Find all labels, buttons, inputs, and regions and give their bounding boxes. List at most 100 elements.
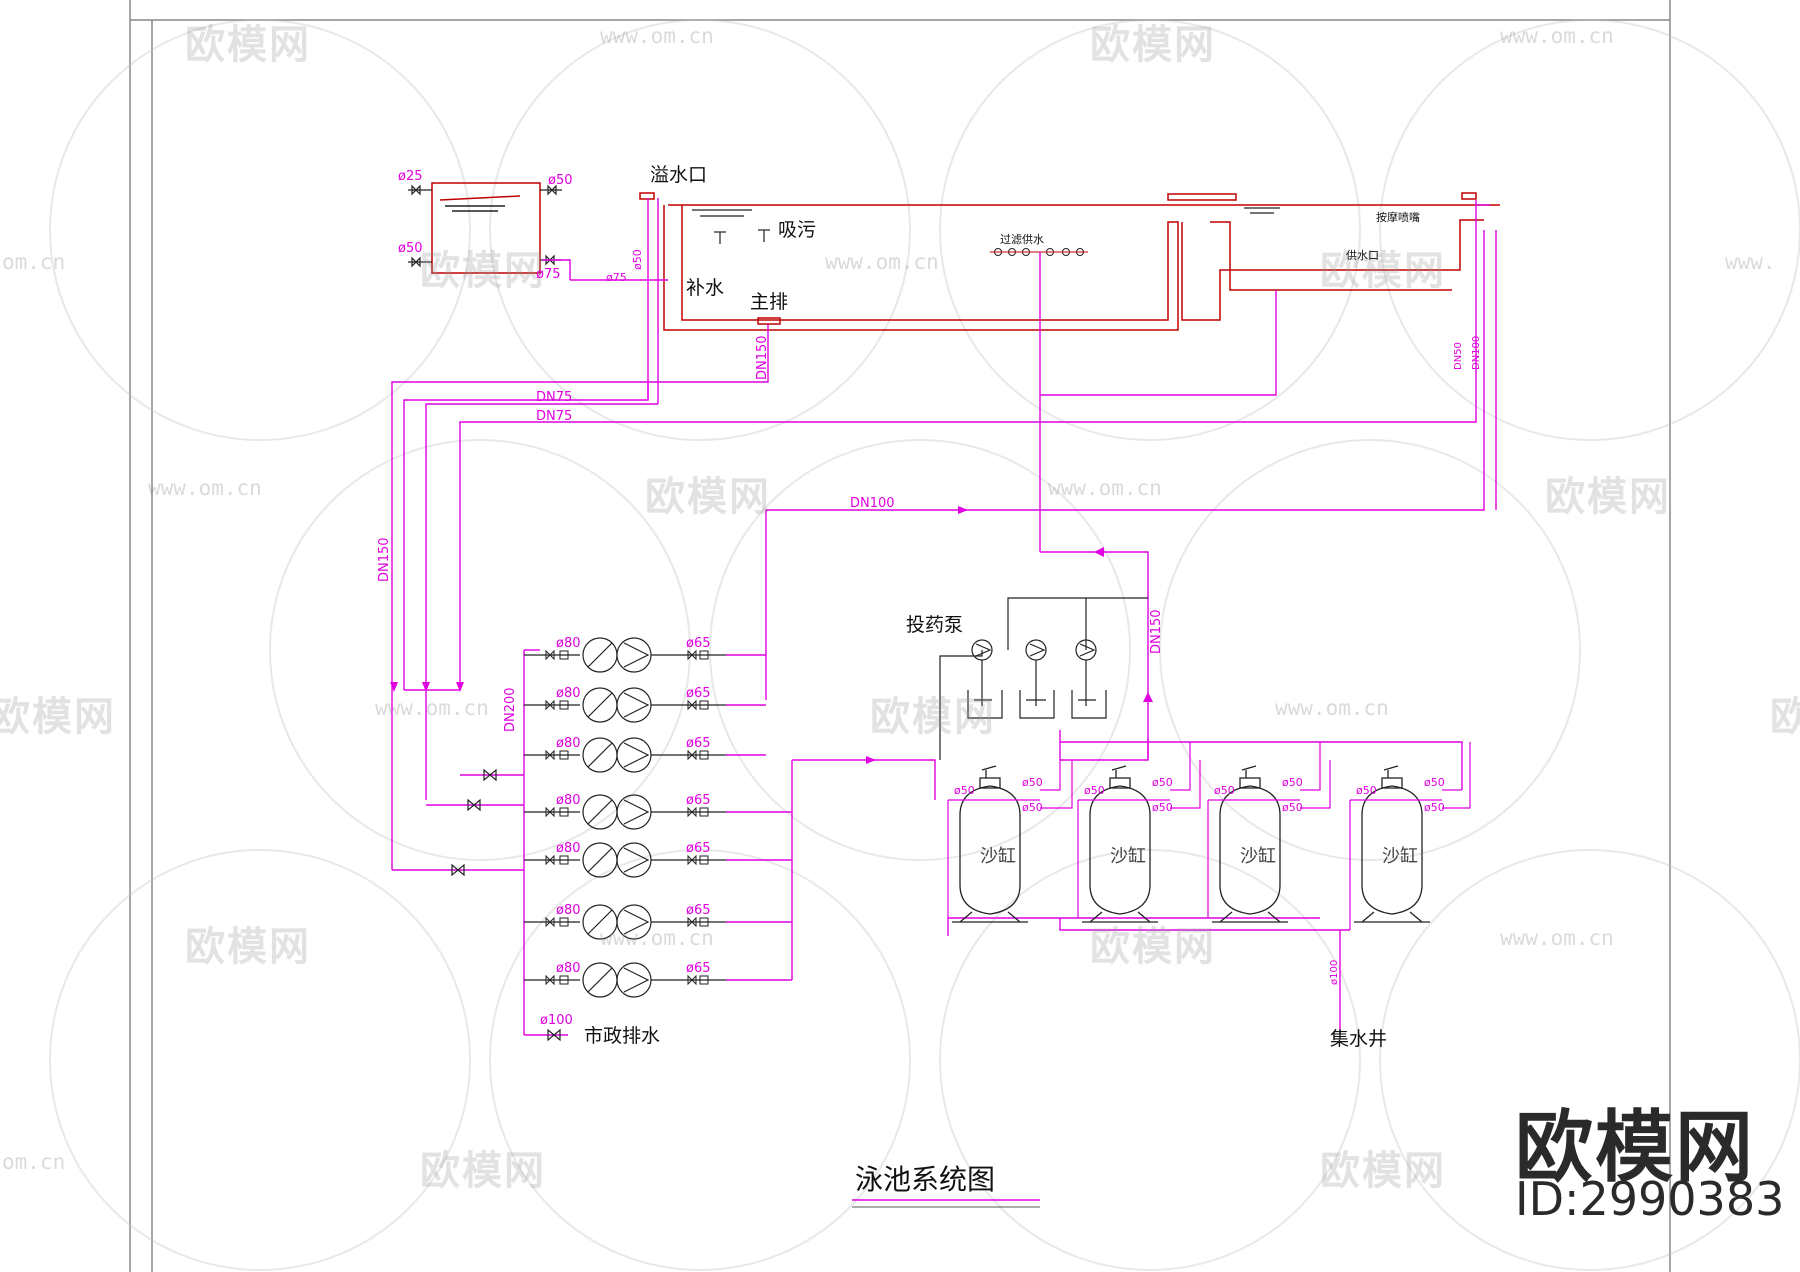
size-dn75: DN75	[536, 409, 573, 424]
brand-id: ID:2990383	[1515, 1172, 1785, 1226]
size-d50: ø50	[548, 173, 573, 188]
watermark-brand: 欧模网	[870, 694, 996, 740]
header-valves	[451, 768, 561, 1042]
sand-filter-label: 沙缸	[1382, 846, 1418, 867]
watermark-brand: 欧模网	[1320, 1148, 1446, 1194]
watermark-brand: 欧模网	[1770, 694, 1800, 740]
size-dn100: DN100	[850, 496, 895, 511]
watermark-brand: 欧模网	[420, 1148, 546, 1194]
sand-filter-label: 沙缸	[1110, 846, 1146, 867]
size-d100: ø100	[540, 1013, 573, 1028]
size-d50: ø50	[1282, 801, 1303, 814]
sand-filter-label: 沙缸	[1240, 846, 1276, 867]
pump-row	[524, 637, 726, 673]
size-d50: ø50	[1282, 776, 1303, 789]
watermark-url: www.om.cn	[148, 476, 262, 500]
size-d80: ø80	[556, 636, 581, 651]
size-d65: ø65	[686, 961, 711, 976]
size-d65: ø65	[686, 841, 711, 856]
pump-valves	[545, 649, 709, 986]
size-d50: ø50	[1022, 776, 1043, 789]
watermark-brand: 欧模网	[645, 474, 771, 520]
size-d80: ø80	[556, 686, 581, 701]
size-d50: ø50	[1424, 801, 1445, 814]
size-d50: ø50	[954, 784, 975, 797]
watermark-brand: 欧模网	[420, 248, 546, 294]
watermark-url: www.om.cn	[1500, 926, 1614, 950]
label-main-drain: 主排	[750, 291, 789, 313]
title-underline	[852, 1199, 1040, 1208]
size-d65: ø65	[686, 686, 711, 701]
dosing-pumps	[939, 597, 1148, 760]
label-filtered-supply: 过滤供水	[1000, 233, 1044, 246]
label-dosing-pump: 投药泵	[906, 614, 964, 636]
size-d65: ø65	[686, 736, 711, 751]
watermark-edge-left: om.cn	[2, 250, 66, 274]
size-d80: ø80	[556, 736, 581, 751]
watermark-circles	[49, 19, 1800, 1271]
size-d50: ø50	[1152, 801, 1173, 814]
sand-filter	[952, 765, 1028, 923]
size-dn150: DN150	[755, 335, 770, 380]
flow-arrows	[390, 506, 1153, 764]
label-municipal-drain: 市政排水	[584, 1025, 661, 1047]
size-d25: ø25	[398, 169, 423, 184]
size-dn200: DN200	[503, 687, 518, 732]
size-d65: ø65	[686, 793, 711, 808]
watermark-brand: 欧模网	[1090, 924, 1216, 970]
size-d80: ø80	[556, 903, 581, 918]
size-d50: ø50	[1356, 784, 1377, 797]
sand-filter-label: 沙缸	[980, 846, 1016, 867]
watermark-url: www.om.cn	[600, 926, 714, 950]
drawing-frame	[129, 0, 1671, 1272]
label-sump: 集水井	[1330, 1028, 1388, 1050]
sand-filters	[952, 765, 1430, 923]
watermark-url: www.om.cn	[825, 250, 939, 274]
size-d50: ø50	[1022, 801, 1043, 814]
size-d50: ø50	[1084, 784, 1105, 797]
water-surface	[692, 207, 1280, 217]
size-d65: ø65	[686, 636, 711, 651]
watermark-url: www.om.cn	[1275, 696, 1389, 720]
filtered-supply-jets	[990, 248, 1088, 256]
size-dn50: DN50	[1453, 342, 1464, 370]
watermark-brand: 欧模网	[185, 22, 311, 68]
watermark-brand: 欧模网	[1320, 248, 1446, 294]
watermark-brand: 欧模网	[1090, 22, 1216, 68]
suction-fittings	[714, 229, 770, 244]
pool-outline	[639, 192, 1500, 331]
size-d50: ø50	[1152, 776, 1173, 789]
label-overflow-outlet: 溢水口	[650, 164, 708, 186]
size-dn150: DN150	[1149, 609, 1164, 654]
watermark-brand: 欧模网	[0, 694, 116, 740]
watermark-brand: 欧模网	[185, 924, 311, 970]
watermark-url: www.om.cn	[600, 24, 714, 48]
balance-tank	[431, 182, 541, 274]
watermark-brand: 欧模网	[1545, 474, 1671, 520]
watermark-edge-right: www.	[1725, 250, 1776, 274]
watermark-url: www.om.cn	[1048, 476, 1162, 500]
size-dn75: DN75	[536, 390, 573, 405]
label-suction: 吸污	[778, 219, 817, 241]
size-d80: ø80	[556, 961, 581, 976]
drawing-title: 泳池系统图	[855, 1163, 996, 1196]
label-massage-jet: 按摩喷嘴	[1376, 211, 1420, 224]
pipe-network	[391, 198, 1497, 1036]
filter-pipes	[947, 742, 1471, 930]
size-d80: ø80	[556, 841, 581, 856]
size-d50: ø50	[631, 249, 644, 270]
label-supply-port: 供水口	[1346, 249, 1379, 262]
label-makeup-water: 补水	[686, 277, 725, 299]
size-d75: ø75	[536, 267, 561, 282]
size-d100: ø100	[1329, 959, 1340, 985]
size-dn150: DN150	[377, 537, 392, 582]
size-d50: ø50	[1214, 784, 1235, 797]
size-d50: ø50	[1424, 776, 1445, 789]
size-dn100: DN100	[1471, 335, 1482, 370]
watermark-url: www.om.cn	[1500, 24, 1614, 48]
size-d75: ø75	[606, 271, 627, 284]
size-d50: ø50	[398, 241, 423, 256]
size-d65: ø65	[686, 903, 711, 918]
brand-name: 欧模网	[1515, 1103, 1756, 1193]
